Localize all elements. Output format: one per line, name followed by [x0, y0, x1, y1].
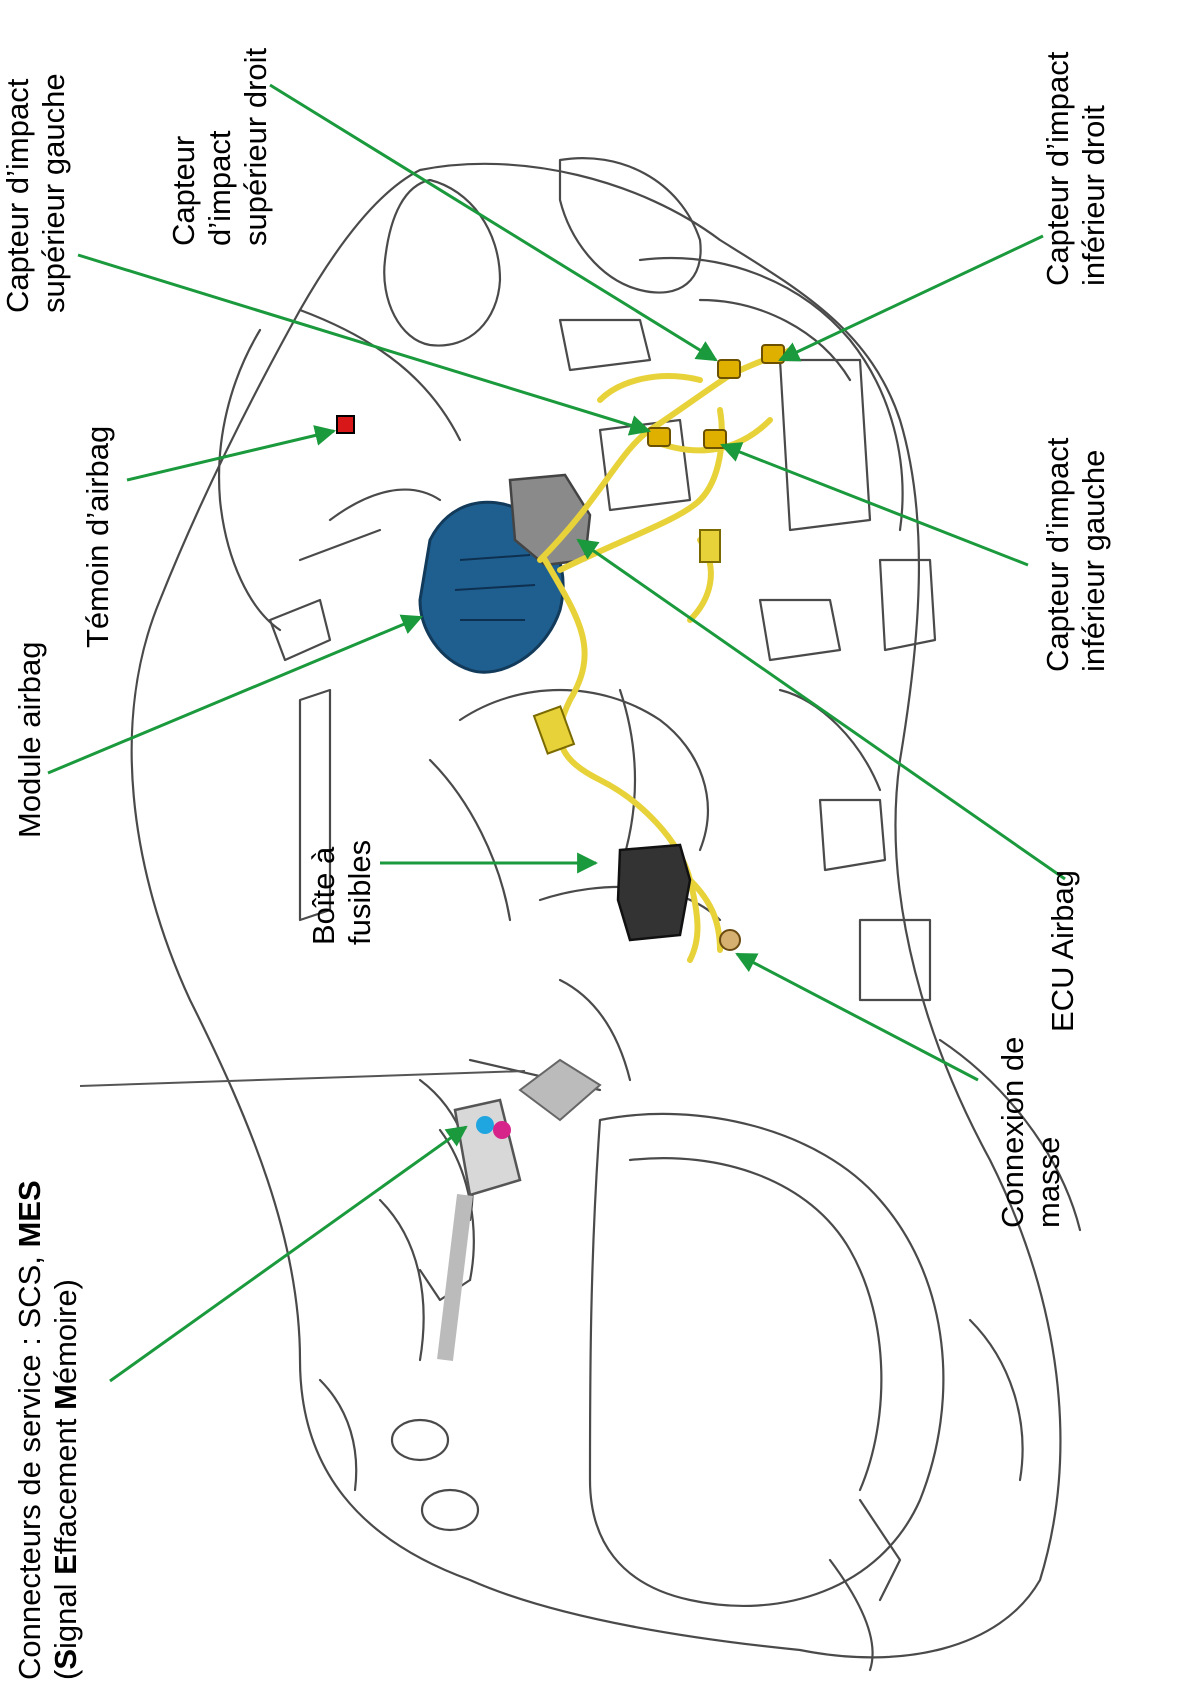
label-ground-connection: Connexion de masse: [995, 1037, 1067, 1228]
label-upper-right-sensor: Capteur d’impact supérieur droit: [166, 48, 274, 246]
label-airbag-warning-light: Témoin d’airbag: [80, 426, 116, 648]
service-pointer-line: [80, 1071, 525, 1086]
leader-upper-left: [78, 255, 649, 431]
fuse-box: [618, 845, 690, 940]
label-lower-left-sensor: Capteur d’impact inférieur gauche: [1040, 438, 1112, 672]
ground-connection: [720, 930, 740, 950]
label-lower-right-sensor: Capteur d’impact inférieur droit: [1040, 52, 1112, 286]
leader-warning-light: [127, 431, 334, 480]
label-airbag-module: Module airbag: [12, 642, 48, 838]
label-upper-left-sensor: Capteur d’impact supérieur gauche: [0, 73, 72, 313]
service-connectors: [445, 1060, 600, 1360]
label-fuse-box: Boîte à fusibles: [306, 840, 378, 945]
label-service-connectors: Connecteurs de service : SCS, MES (Signa…: [12, 1180, 84, 1680]
leader-lower-right: [780, 236, 1043, 360]
label-airbag-ecu: ECU Airbag: [1045, 870, 1081, 1032]
impact-sensors: [648, 345, 784, 448]
leader-lower-left: [722, 445, 1028, 565]
leader-ground: [737, 954, 978, 1080]
airbag-warning-light: [337, 416, 354, 433]
leader-upper-right: [270, 85, 716, 360]
motorcycle-outline: [132, 158, 1080, 1670]
